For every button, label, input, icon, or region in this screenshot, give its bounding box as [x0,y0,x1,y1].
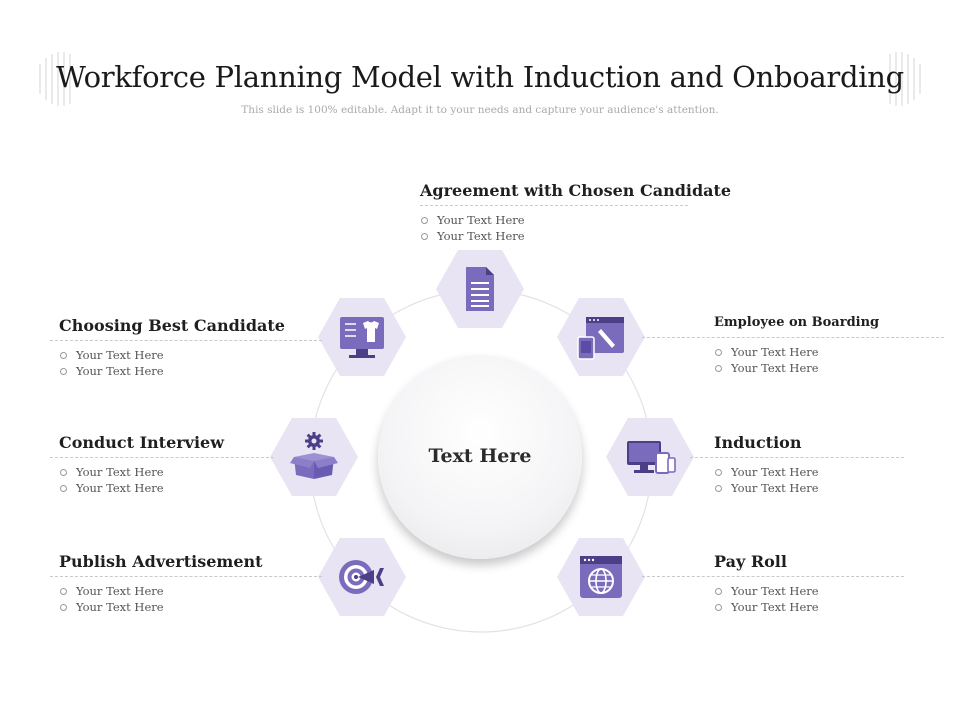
step-bullet: Your Text Here [59,480,274,496]
step-block-induction: Induction Your Text Here Your Text Here [690,433,904,496]
step-hex-payroll [557,538,645,616]
title-ornament-right [889,52,921,106]
step-heading: Pay Roll [714,552,787,571]
step-hex-induction [606,418,694,496]
page-subtitle: This slide is 100% editable. Adapt it to… [241,104,719,116]
design-tools-icon [577,317,624,360]
page-title: Workforce Planning Model with Induction … [56,60,904,94]
step-bullet: Your Text Here [714,599,904,615]
center-circle [378,355,582,559]
center-label: Text Here [428,445,532,467]
step-block-payroll: Pay Roll Your Text Here Your Text Here [642,552,904,615]
step-rule [642,337,944,338]
step-bullet: Your Text Here [714,360,944,376]
step-block-agreement: Agreement with Chosen Candidate Your Tex… [420,181,732,244]
step-bullet: Your Text Here [59,464,274,480]
step-hex-onboarding [557,298,645,376]
step-block-choosing: Choosing Best Candidate Your Text Here Y… [50,316,322,379]
step-rule [50,457,274,458]
devices-icon [627,441,676,474]
step-bullet: Your Text Here [59,363,322,379]
step-rule [50,576,322,577]
document-icon [466,267,494,311]
step-heading: Agreement with Chosen Candidate [420,181,732,200]
step-bullet: Your Text Here [59,583,322,599]
monitor-shirt-icon [340,317,384,358]
title-ornament-left [39,52,71,106]
step-bullet: Your Text Here [59,599,322,615]
step-bullet: Your Text Here [420,228,688,244]
step-heading: Induction [714,433,802,452]
step-bullet: Your Text Here [714,464,904,480]
box-gear-icon [290,432,338,479]
step-block-interview: Conduct Interview Your Text Here Your Te… [50,433,274,496]
step-rule [642,576,904,577]
step-bullet: Your Text Here [420,212,688,228]
step-block-onboarding: Employee on Boarding Your Text Here Your… [642,315,944,376]
step-heading: Choosing Best Candidate [59,316,285,335]
target-icon [339,560,384,594]
step-rule [420,205,688,206]
step-rule [50,340,322,341]
globe-browser-icon [580,556,622,598]
step-heading: Conduct Interview [59,433,225,452]
step-bullet: Your Text Here [59,347,322,363]
step-rule [690,457,904,458]
step-heading: Publish Advertisement [59,552,263,571]
step-bullet: Your Text Here [714,480,904,496]
step-block-advertisement: Publish Advertisement Your Text Here You… [50,552,322,615]
step-bullet: Your Text Here [714,583,904,599]
step-bullet: Your Text Here [714,344,944,360]
step-heading: Employee on Boarding [714,315,880,330]
